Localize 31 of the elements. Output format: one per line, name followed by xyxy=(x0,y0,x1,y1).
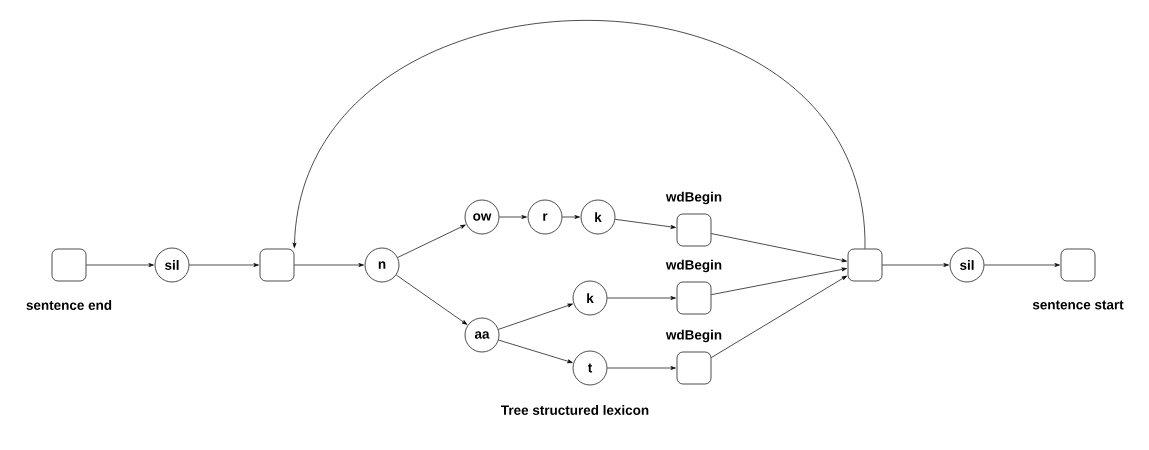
node-caption: sentence end xyxy=(26,300,112,310)
arrow xyxy=(882,263,949,267)
node-caption: wdBegin xyxy=(665,329,722,343)
arrow xyxy=(711,267,847,295)
node-caption: wdBegin xyxy=(665,191,722,205)
state-box xyxy=(51,248,87,282)
state-box xyxy=(1060,248,1096,282)
state-box xyxy=(259,248,295,282)
arrow xyxy=(189,263,259,267)
arrow xyxy=(86,263,154,267)
arc-arrow xyxy=(292,20,866,249)
state-box xyxy=(847,248,883,282)
arrow xyxy=(562,215,580,219)
arrow xyxy=(498,339,573,364)
arrow xyxy=(984,263,1060,267)
arrow xyxy=(397,224,466,258)
state-box xyxy=(676,281,712,315)
arrow xyxy=(294,263,364,267)
state-box xyxy=(676,213,712,247)
node-caption: sentence start xyxy=(1032,300,1124,310)
arrow xyxy=(607,296,676,300)
arrow xyxy=(498,303,573,330)
arrow xyxy=(711,233,847,263)
node-caption: wdBegin xyxy=(665,259,722,273)
state-box xyxy=(676,351,712,385)
arrow xyxy=(395,274,468,325)
arrow xyxy=(614,219,676,229)
arrow xyxy=(607,366,676,370)
arrow xyxy=(711,275,848,358)
caption: Tree structured lexicon xyxy=(501,405,649,415)
arrow xyxy=(499,215,527,219)
